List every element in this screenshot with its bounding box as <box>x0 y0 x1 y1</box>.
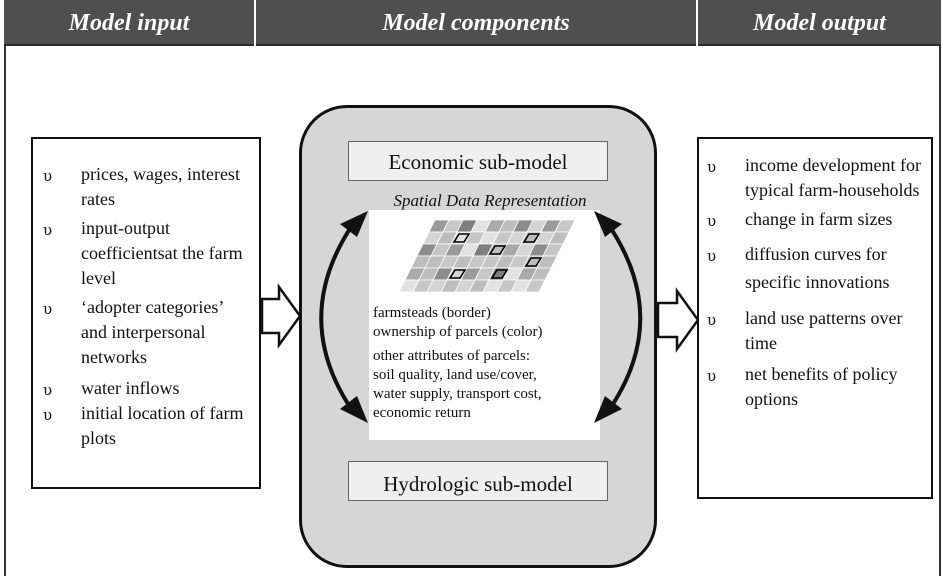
model-output-list: υ income development for typical farm-hou… <box>707 153 929 412</box>
input-item: υ water inflows <box>43 376 251 401</box>
left-link-arc <box>319 222 355 412</box>
input-item-text: initial location of farm plots <box>81 403 244 448</box>
output-item-text: income development for typical farm-hous… <box>745 155 921 200</box>
input-item-text: input-output coefficientsat the farm lev… <box>81 218 243 288</box>
bullet-icon: υ <box>707 311 717 329</box>
left-arrowhead-top <box>340 211 368 237</box>
parcel-grid-graphic <box>398 219 576 293</box>
bullet-icon: υ <box>43 406 53 424</box>
header-divider-left <box>254 0 256 46</box>
farmstead-marker <box>524 257 543 267</box>
header-divider-right <box>696 0 698 46</box>
spatial-data-panel: farmsteads (border) ownership of parcels… <box>369 210 600 440</box>
output-item: υ change in farm sizes <box>707 207 929 232</box>
right-arrowhead-top <box>594 211 622 237</box>
parcel-attributes: other attributes of parcels: soil qualit… <box>373 348 542 421</box>
output-item: υ net benefits of policy options <box>707 362 929 412</box>
bullet-icon: υ <box>43 381 53 399</box>
input-item-text: ‘adopter categories’ and interpersonal n… <box>81 297 224 367</box>
model-input-list: υ prices, wages, interest rates υ input-ou… <box>43 162 251 451</box>
bullet-icon: υ <box>43 300 53 318</box>
farmstead-marker <box>452 233 471 243</box>
model-output-box: υ income development for typical farm-hou… <box>697 137 933 499</box>
output-item: υ diffusion curves for specific innovatio… <box>707 240 929 296</box>
model-output-title: Model output <box>753 10 886 36</box>
diagram-frame <box>4 0 941 576</box>
input-item-text: water inflows <box>81 378 180 398</box>
farmstead-marker <box>490 269 509 279</box>
bullet-icon: υ <box>43 221 53 239</box>
input-item: υ ‘adopter categories’ and interpersonal … <box>43 295 251 370</box>
bullet-icon: υ <box>707 247 717 265</box>
header-bar: Model input Model components Model outpu… <box>4 0 941 46</box>
output-item-text: net benefits of policy options <box>745 364 898 409</box>
farmstead-marker <box>522 233 541 243</box>
input-to-components-arrow <box>260 283 302 349</box>
economic-submodel-box: Economic sub-model <box>348 141 608 181</box>
right-arrowhead-bottom <box>594 396 622 423</box>
input-item: υ initial location of farm plots <box>43 401 251 451</box>
bullet-icon: υ <box>43 167 53 185</box>
output-item-text: land use patterns over time <box>745 308 903 353</box>
legend-farmsteads: farmsteads (border) <box>373 305 491 321</box>
output-item-text: change in farm sizes <box>745 209 893 229</box>
input-item: υ input-output coefficientsat the farm le… <box>43 216 251 291</box>
components-to-output-arrow <box>656 287 700 353</box>
model-components-title: Model components <box>382 10 570 36</box>
model-input-box: υ prices, wages, interest rates υ input-ou… <box>31 137 261 489</box>
parcel-cell <box>524 279 546 293</box>
bullet-icon: υ <box>707 158 717 176</box>
bullet-icon: υ <box>707 367 717 385</box>
output-item: υ income development for typical farm-hou… <box>707 153 929 203</box>
output-item-text: diffusion curves for specific innovation… <box>745 244 890 292</box>
input-item-text: prices, wages, interest rates <box>81 164 240 209</box>
left-arrowhead-bottom <box>340 396 368 423</box>
right-link-arc <box>606 222 643 412</box>
model-input-title: Model input <box>68 10 190 36</box>
farmstead-marker <box>448 269 467 279</box>
farmstead-marker <box>488 245 507 255</box>
hydrologic-submodel-box: Hydrologic sub-model <box>348 461 608 501</box>
output-item: υ land use patterns over time <box>707 306 929 356</box>
legend-ownership: ownership of parcels (color) <box>373 324 543 340</box>
spatial-data-title: Spatial Data Representation <box>393 191 587 210</box>
bullet-icon: υ <box>707 212 717 230</box>
parcel-grid-icon <box>398 219 576 293</box>
input-item: υ prices, wages, interest rates <box>43 162 251 212</box>
